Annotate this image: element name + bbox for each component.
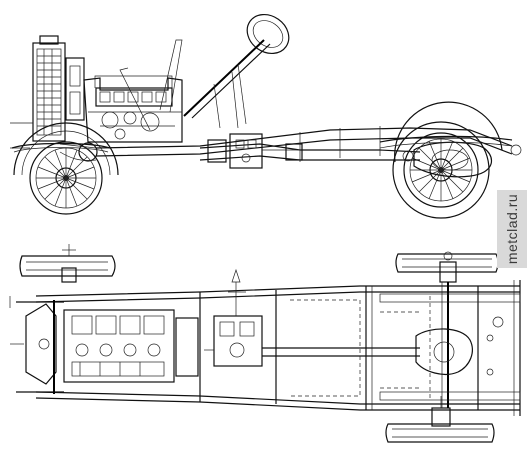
side-frame (11, 126, 522, 178)
side-radiator (10, 35, 66, 149)
side-view (10, 13, 522, 219)
plan-engine (63, 268, 263, 383)
side-front-wheel (13, 122, 119, 215)
plan-frame (35, 280, 521, 416)
side-steering (119, 13, 290, 131)
plan-front-left-wheel (19, 244, 116, 283)
side-engine (59, 57, 183, 162)
plan-view (9, 244, 521, 443)
watermark-text: metclad.ru (504, 193, 520, 265)
watermark-label: metclad.ru (497, 190, 527, 268)
plan-rear-top-wheel (395, 251, 499, 283)
plan-front-axle (9, 296, 64, 394)
plan-rear-bottom-wheel (385, 396, 495, 443)
